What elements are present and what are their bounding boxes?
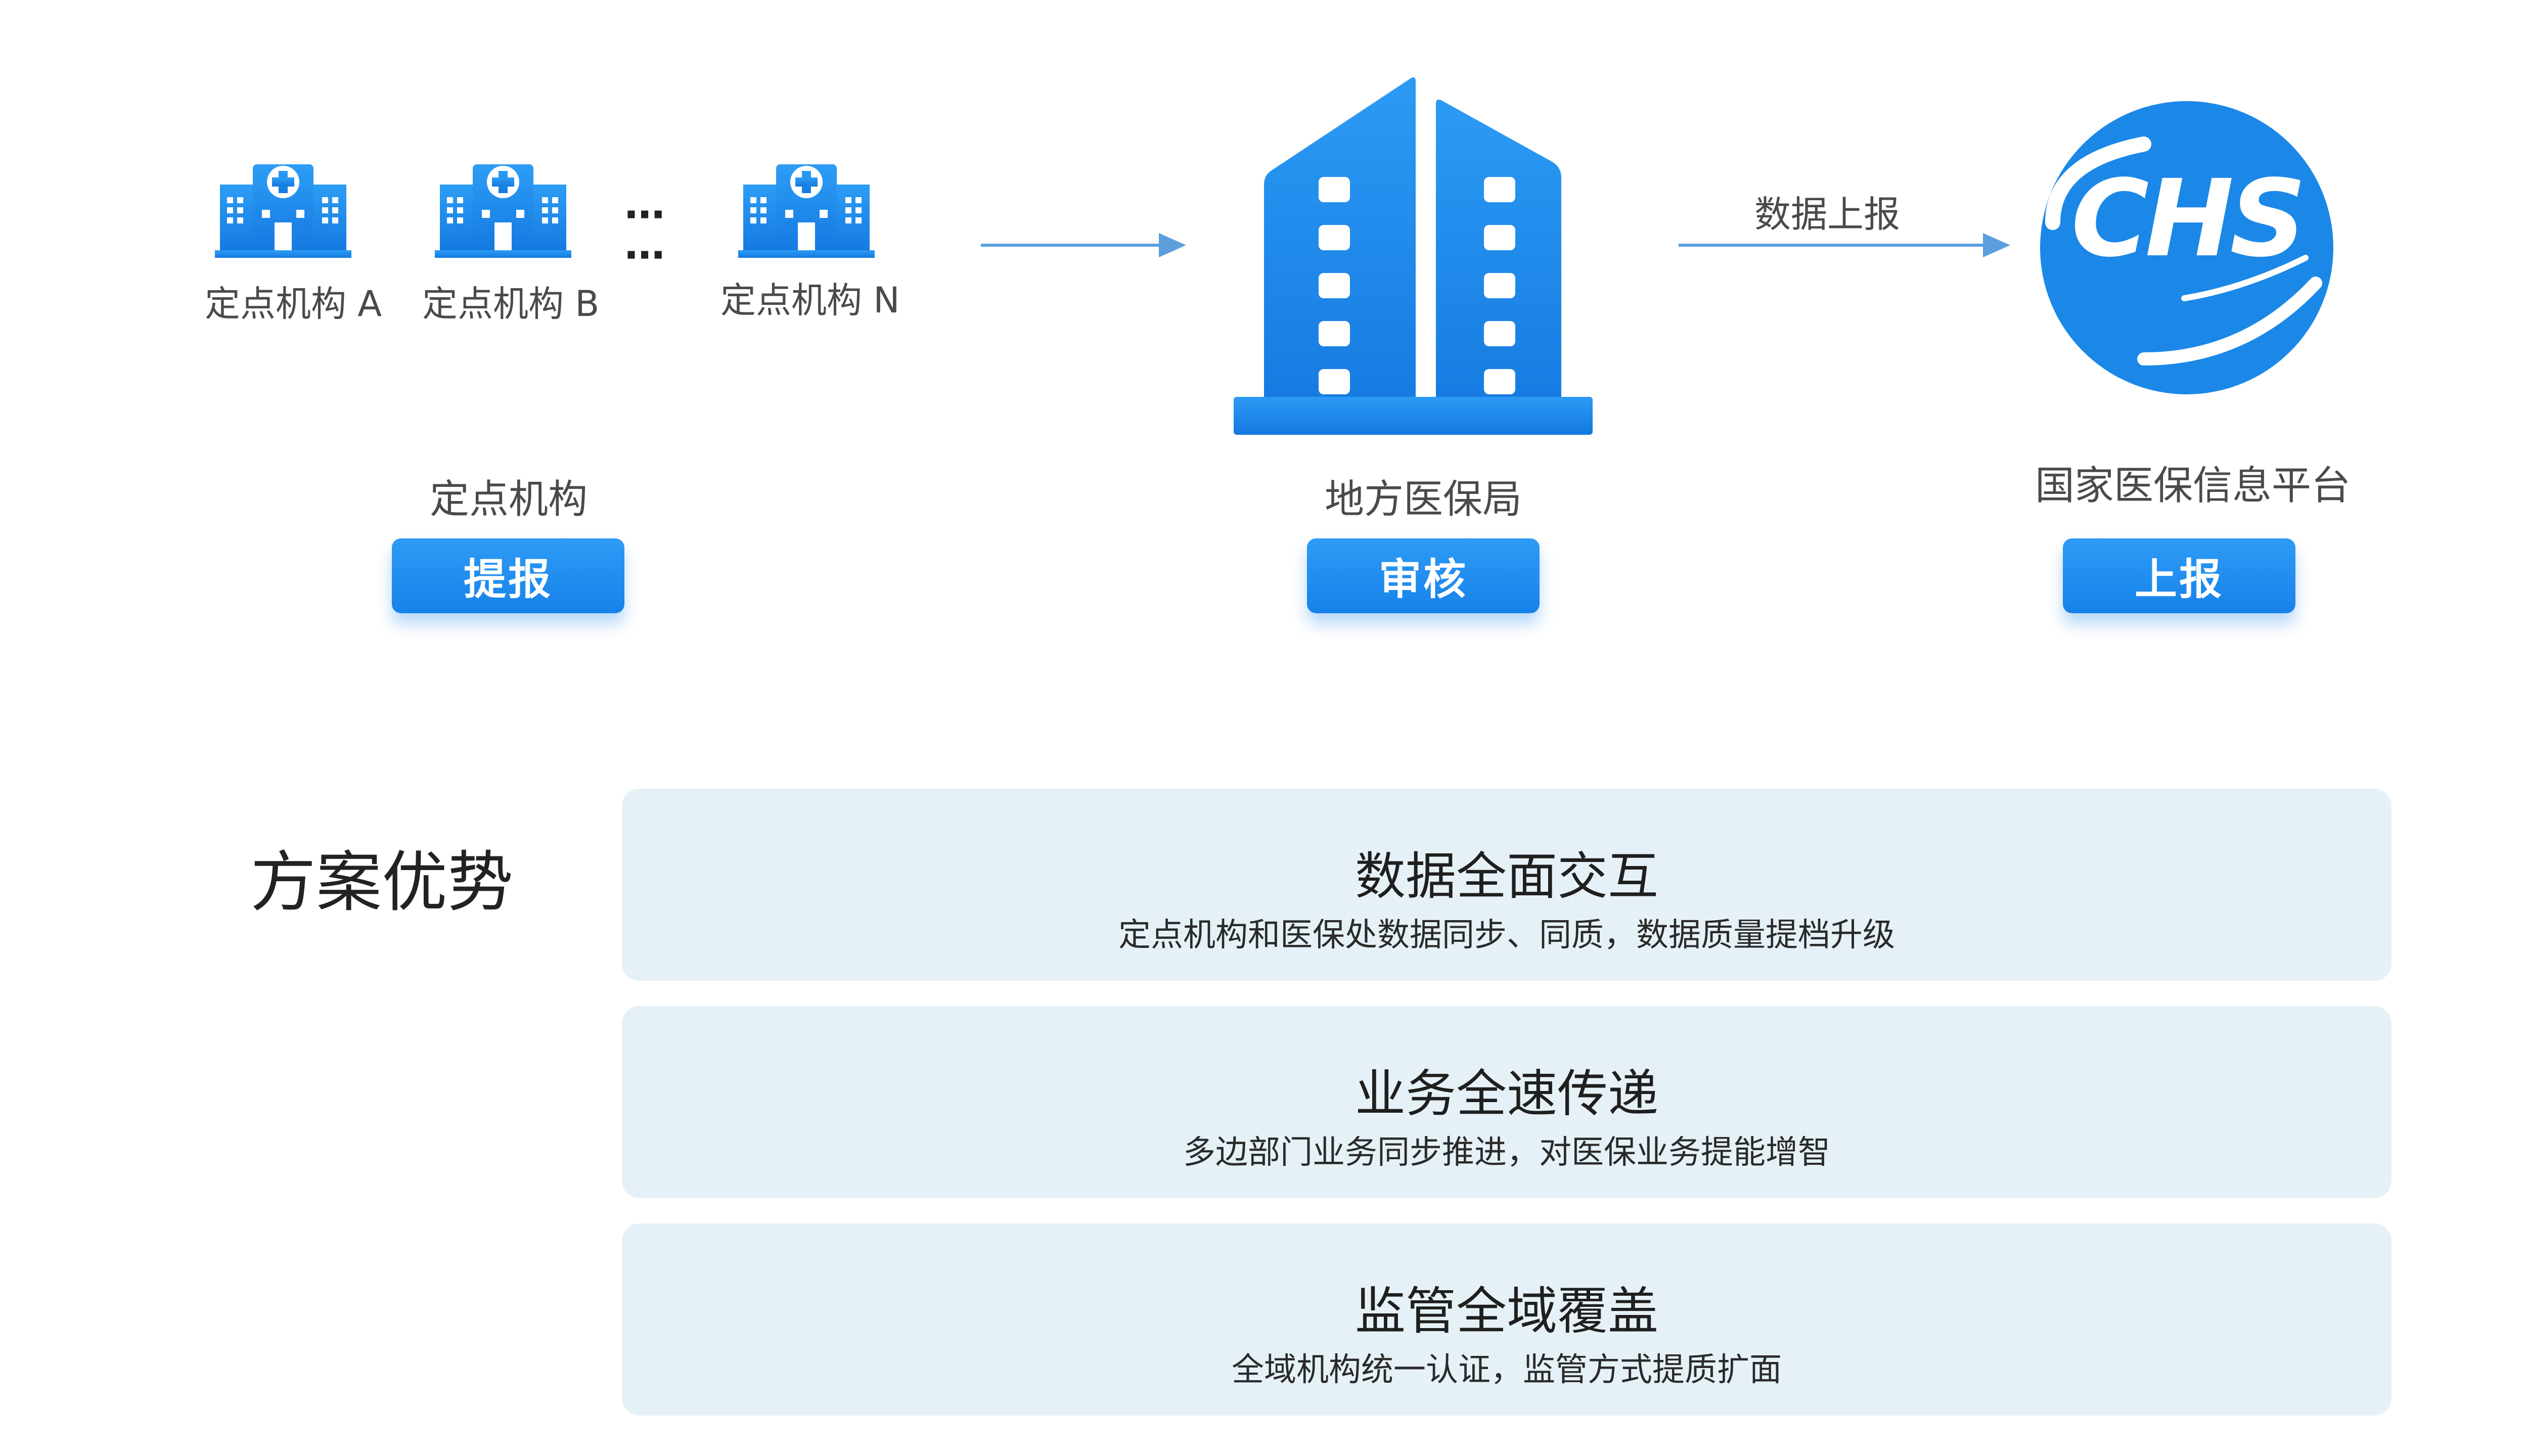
stage-label-local-bureau: 地方医保局 xyxy=(1325,477,1522,522)
hospital-icon xyxy=(215,157,351,258)
hospital-icon xyxy=(435,157,571,258)
institution-b-label: 定点机构 B xyxy=(422,283,600,325)
institution-n-label: 定点机构 N xyxy=(720,280,900,321)
svg-text:CHS: CHS xyxy=(2071,157,2302,281)
report-button[interactable]: 上报 xyxy=(2063,538,2295,613)
office-building-icon xyxy=(1234,77,1593,435)
advantage-card-title: 数据全面交互 xyxy=(1355,847,1658,906)
submit-button[interactable]: 提报 xyxy=(392,538,624,613)
chs-logo-icon: CHS xyxy=(2040,101,2333,394)
advantage-card-desc: 多边部门业务同步推进，对医保业务提能增智 xyxy=(1183,1134,1830,1171)
advantage-card: 数据全面交互 定点机构和医保处数据同步、同质，数据质量提档升级 xyxy=(622,789,2391,981)
flow-arrow-icon xyxy=(1679,233,2010,257)
advantage-card-title: 监管全域覆盖 xyxy=(1355,1282,1658,1341)
hospital-icon xyxy=(738,157,875,258)
data-report-label: 数据上报 xyxy=(1754,193,1901,236)
advantage-card-desc: 全域机构统一认证，监管方式提质扩面 xyxy=(1232,1351,1782,1389)
advantage-card-desc: 定点机构和医保处数据同步、同质，数据质量提档升级 xyxy=(1118,917,1895,954)
advantage-card: 监管全域覆盖 全域机构统一认证，监管方式提质扩面 xyxy=(622,1223,2391,1416)
stage-label-national-platform: 国家医保信息平台 xyxy=(2035,463,2351,509)
review-button[interactable]: 审核 xyxy=(1307,538,1540,613)
advantage-card: 业务全速传递 多边部门业务同步推进，对医保业务提能增智 xyxy=(622,1006,2391,1198)
institution-a-label: 定点机构 A xyxy=(205,283,382,325)
advantage-card-title: 业务全速传递 xyxy=(1355,1064,1658,1123)
stage-label-institution: 定点机构 xyxy=(430,477,588,522)
flow-arrow-icon xyxy=(981,233,1186,257)
ellipsis-icon: ⋯⋯ xyxy=(624,191,668,279)
advantages-title: 方案优势 xyxy=(250,844,514,921)
